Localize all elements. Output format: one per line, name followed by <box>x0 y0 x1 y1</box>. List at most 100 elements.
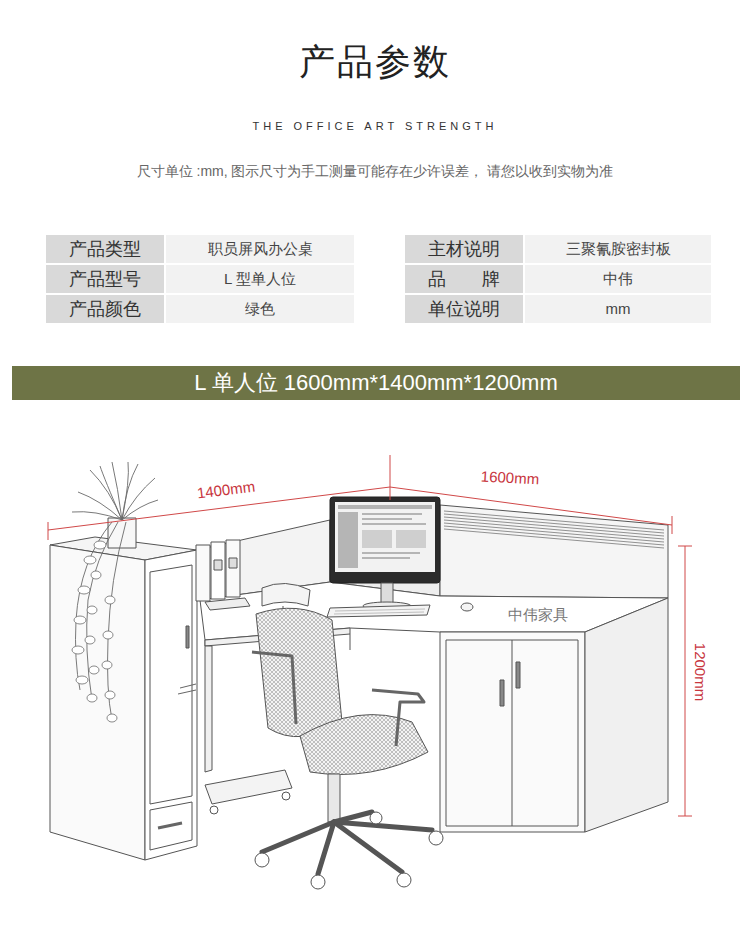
desk-sketch-piece-piece <box>362 530 392 548</box>
desk-sketch-piece-piece <box>334 812 372 822</box>
dimension-lines-piece <box>672 516 673 534</box>
spec-table-piece <box>405 265 523 293</box>
dimension-label: 1400mm <box>194 477 258 502</box>
dimension-lines-piece <box>685 546 686 816</box>
desk-sketch-piece-piece <box>334 822 432 830</box>
spec-table-piece <box>166 295 354 323</box>
table-cell: 产品类型 <box>46 235 164 263</box>
dimension-lines <box>48 455 692 816</box>
desk-sketch-piece-piece <box>87 694 97 702</box>
desk-sketch-piece-piece <box>362 513 422 515</box>
desk-sketch-piece-piece <box>362 552 420 554</box>
desk-sketch-piece <box>516 662 520 688</box>
spec-table-piece <box>525 295 711 323</box>
desk-sketch-piece-piece <box>107 714 117 722</box>
desk-sketch-piece <box>150 802 192 850</box>
table-cell: L 型单人位 <box>166 265 354 293</box>
desk-sketch-piece-piece <box>105 596 115 604</box>
spec-table <box>46 235 711 323</box>
desk-sketch-piece <box>335 502 435 572</box>
desk-sketch-piece <box>150 565 192 804</box>
desk-sketch-piece <box>429 831 443 845</box>
desk-sketch-piece <box>214 560 222 570</box>
desk-sketch-piece-piece <box>89 666 99 674</box>
desk-sketch-piece <box>229 558 237 568</box>
desk-sketch-piece-piece <box>108 522 127 720</box>
desk-sketch-piece <box>440 505 668 598</box>
desk-sketch-piece-piece <box>76 676 88 684</box>
desk-sketch-piece-piece <box>122 464 138 520</box>
desk-sketch-piece-piece <box>72 646 84 654</box>
spec-table-piece <box>405 295 523 323</box>
desk-sketch-piece-piece <box>334 822 402 872</box>
dimension-label: 1600mm <box>478 467 541 488</box>
desk-sketch-piece <box>158 823 182 828</box>
table-cell: 单位说明 <box>405 295 523 323</box>
spec-table-piece <box>166 265 354 293</box>
desk-sketch-piece-piece <box>362 518 412 520</box>
desk-sketch-piece <box>196 545 210 601</box>
page-title: 产品参数 <box>0 38 750 87</box>
desk-sketch-piece-piece <box>362 557 410 559</box>
desk-sketch-piece-piece <box>103 631 113 639</box>
dimension-lines-piece <box>390 455 391 500</box>
table-cell: mm <box>525 295 711 323</box>
desk-sketch-piece <box>256 608 342 736</box>
table-cell: 三聚氰胺密封板 <box>525 235 711 263</box>
desk-sketch-piece-piece <box>122 478 155 520</box>
desk-sketch-piece <box>512 640 513 826</box>
desk-sketch-piece <box>210 806 218 814</box>
spec-table-piece <box>46 295 164 323</box>
desk-sketch <box>50 462 668 889</box>
desk-sketch-piece <box>446 640 578 826</box>
spec-table-piece <box>525 235 711 263</box>
desk-sketch-piece-piece <box>105 691 115 699</box>
desk-sketch-piece <box>205 770 292 804</box>
desk-sketch-piece-piece <box>85 636 95 644</box>
desk-sketch-piece <box>72 541 117 722</box>
desk-sketch-piece <box>186 626 189 648</box>
dimension-lines-piece <box>48 522 49 540</box>
table-cell: 产品颜色 <box>46 295 164 323</box>
dimension-lines-piece <box>678 816 692 817</box>
desk-sketch-piece <box>585 598 668 832</box>
desk-sketch-piece <box>397 873 411 887</box>
spec-table-piece <box>166 235 354 263</box>
desk-sketch-piece-piece <box>91 571 101 579</box>
band-text: L 单人位 1600mm*1400mm*1200mm <box>194 369 558 397</box>
watermark: 中伟家具 <box>506 606 570 624</box>
spec-table-piece <box>46 235 164 263</box>
desk-sketch-piece-piece <box>87 522 118 700</box>
desk-sketch-piece <box>381 583 393 603</box>
table-cell: 品 牌 <box>405 265 523 293</box>
desk-sketch-piece <box>372 690 424 746</box>
desk-sketch-piece <box>50 545 145 860</box>
desk-sketch-piece-piece <box>76 522 113 690</box>
desk-sketch-piece-piece <box>362 523 426 525</box>
desk-sketch-piece-piece <box>74 616 86 624</box>
desk-sketch-piece-piece <box>262 822 334 852</box>
desk-sketch-piece <box>334 609 425 614</box>
table-cell: 产品型号 <box>46 265 164 293</box>
desk-sketch-piece-piece <box>102 661 112 669</box>
desk-sketch-piece-piece <box>78 492 122 520</box>
desk-sketch-piece-piece <box>78 586 90 594</box>
desk-sketch-piece <box>350 634 351 650</box>
desk-sketch-piece-piece <box>444 523 664 542</box>
desk-sketch-piece-piece <box>72 512 122 520</box>
desk-sketch-piece <box>178 684 196 694</box>
desk-sketch-piece <box>338 505 432 568</box>
desk-sketch-piece <box>328 774 340 822</box>
desk-sketch-piece <box>145 550 197 860</box>
desk-sketch-piece <box>300 715 428 775</box>
desk-sketch-piece <box>205 598 250 610</box>
desk-sketch-piece <box>252 652 296 724</box>
desk-sketch-piece-piece <box>396 530 426 548</box>
desk-sketch-piece <box>327 605 430 617</box>
desk-sketch-piece-piece <box>444 511 664 530</box>
desk-sketch-piece <box>370 812 382 824</box>
desk-sketch-piece <box>255 853 269 867</box>
dimension-lines-piece <box>678 546 692 547</box>
